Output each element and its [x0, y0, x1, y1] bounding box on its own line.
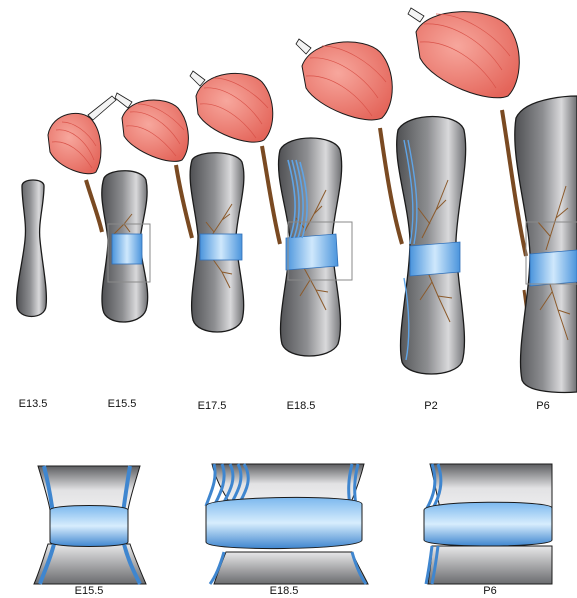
detail-e18-5 [206, 464, 368, 584]
stage-label-e17-5: E17.5 [198, 400, 227, 412]
muscle-belly-icon [115, 93, 188, 161]
stage-label-p2: P2 [424, 400, 437, 412]
detail-upper-cartilage [430, 464, 552, 508]
muscle-belly-icon [408, 8, 519, 98]
tendon [86, 180, 102, 232]
blue-band-icon [424, 502, 552, 546]
detail-label-p6: P6 [483, 585, 496, 597]
blue-band-icon [112, 234, 142, 264]
detail-p6 [424, 464, 552, 584]
blue-band-icon [410, 242, 460, 276]
muscle-belly-icon [48, 96, 116, 174]
detail-lower-cartilage [214, 552, 368, 584]
detail-label-e18-5: E18.5 [270, 585, 299, 597]
cartilage-element [17, 180, 47, 317]
tendon [262, 146, 280, 244]
muscle-belly-icon [190, 71, 273, 142]
detail-label-e15-5: E15.5 [75, 585, 104, 597]
blue-band-icon [200, 234, 242, 260]
stage-label-p6: P6 [536, 400, 549, 412]
stage-label-e13-5: E13.5 [19, 398, 48, 410]
blue-band-icon [206, 497, 362, 548]
stage-label-e18-5: E18.5 [287, 400, 316, 412]
blue-band-icon [50, 506, 128, 547]
stage-label-e15-5: E15.5 [108, 398, 137, 410]
detail-e15-5 [34, 466, 146, 584]
stage-e13-5 [17, 180, 47, 317]
muscle-belly-icon [296, 39, 392, 120]
blue-band-icon [286, 234, 338, 270]
blue-band-icon [530, 250, 577, 286]
detail-lower-cartilage [428, 546, 552, 584]
